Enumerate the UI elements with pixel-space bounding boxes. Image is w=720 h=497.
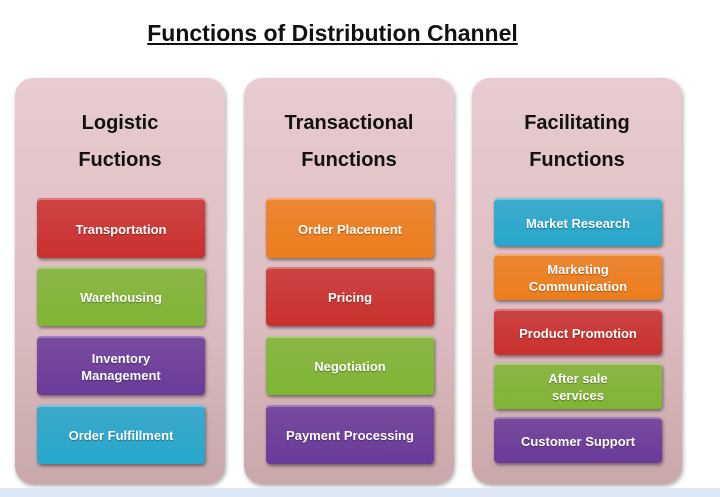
function-item: Inventory Management: [37, 336, 205, 395]
diagram-title: Functions of Distribution Channel: [147, 20, 518, 46]
function-label: Order Placement: [297, 221, 403, 237]
function-label: Payment Processing: [286, 428, 414, 443]
function-label: Marketing Communication: [528, 262, 628, 294]
heading-line: Functions: [301, 149, 397, 171]
function-item: Marketing Communication: [494, 254, 662, 300]
heading-line: Facilitating: [524, 112, 630, 134]
function-item: Customer Support: [494, 417, 662, 463]
function-label: Market Research: [525, 215, 631, 231]
heading-line: Transactional: [284, 112, 414, 134]
function-item: Warehousing: [37, 267, 205, 326]
function-label: Warehousing: [80, 290, 162, 305]
function-item: Pricing: [266, 267, 434, 326]
function-label: Inventory Management: [81, 350, 161, 383]
function-item: Order Fulfillment: [37, 405, 205, 464]
function-label: After sale services: [548, 371, 608, 403]
function-item: Payment Processing: [266, 405, 434, 464]
function-label: Order Fulfillment: [68, 428, 174, 443]
function-label: Customer Support: [520, 433, 636, 449]
function-item: Product Promotion: [494, 309, 662, 355]
function-label: Pricing: [327, 290, 373, 305]
function-item: Market Research: [494, 198, 662, 246]
function-item: Transportation: [37, 198, 205, 258]
function-item: Negotiation: [266, 336, 434, 395]
bottom-strip: [0, 488, 720, 497]
function-item: After sale services: [494, 363, 662, 409]
function-label: Transportation: [75, 221, 167, 237]
heading-line: Logistic: [81, 112, 159, 134]
function-label: Negotiation: [314, 359, 386, 374]
function-label: Product Promotion: [519, 325, 637, 341]
heading-line: Fuctions: [78, 149, 162, 171]
heading-line: Functions: [529, 149, 625, 171]
function-item: Order Placement: [266, 198, 434, 258]
